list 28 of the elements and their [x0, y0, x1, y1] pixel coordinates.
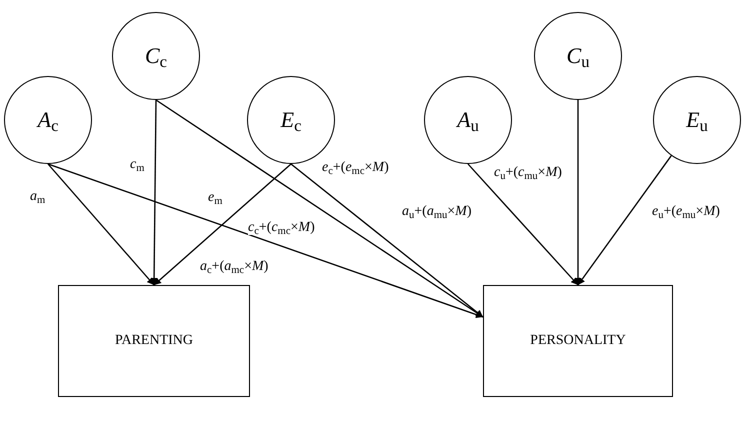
edge-label: e$_{u}$+(e$_{mu}$×M) [652, 205, 720, 219]
variable-symbol: A$_{c}$ [38, 109, 58, 131]
arrow [48, 164, 154, 286]
arrow [577, 155, 672, 286]
arrow [468, 164, 578, 286]
variable-name: PERSONALITY [530, 334, 626, 348]
variable-name: PARENTING [114, 334, 194, 348]
variable-box [58, 285, 250, 397]
arrow [48, 163, 484, 318]
edge-label: a$_{m}$ [30, 190, 46, 204]
edge-label: a$_{u}$+(a$_{mu}$×M) [402, 205, 472, 219]
variable-symbol: A$_{u}$ [457, 109, 479, 131]
variable-symbol: E$_{c}$ [280, 109, 302, 131]
variable-box [483, 285, 673, 397]
edge-label: c$_{u}$+(c$_{mu}$×M) [494, 166, 562, 180]
edge-label: a$_{c}$+(a$_{mc}$×M) [200, 260, 268, 274]
variable-symbol: C$_{c}$ [144, 45, 167, 67]
edge-label: e$_{m}$ [208, 191, 222, 205]
variable-symbol: E$_{u}$ [686, 109, 708, 131]
arrow [150, 100, 158, 285]
edge-label: c$_{m}$ [130, 158, 144, 172]
arrow [154, 164, 292, 286]
arrow [156, 99, 484, 318]
arrow [290, 164, 484, 318]
edge-label: c$_{c}$+(c$_{mc}$×M) [248, 221, 315, 235]
edge-label: e$_{c}$+(e$_{mc}$×M) [322, 161, 389, 175]
arrow [574, 100, 582, 285]
variable-symbol: C$_{u}$ [566, 45, 590, 67]
